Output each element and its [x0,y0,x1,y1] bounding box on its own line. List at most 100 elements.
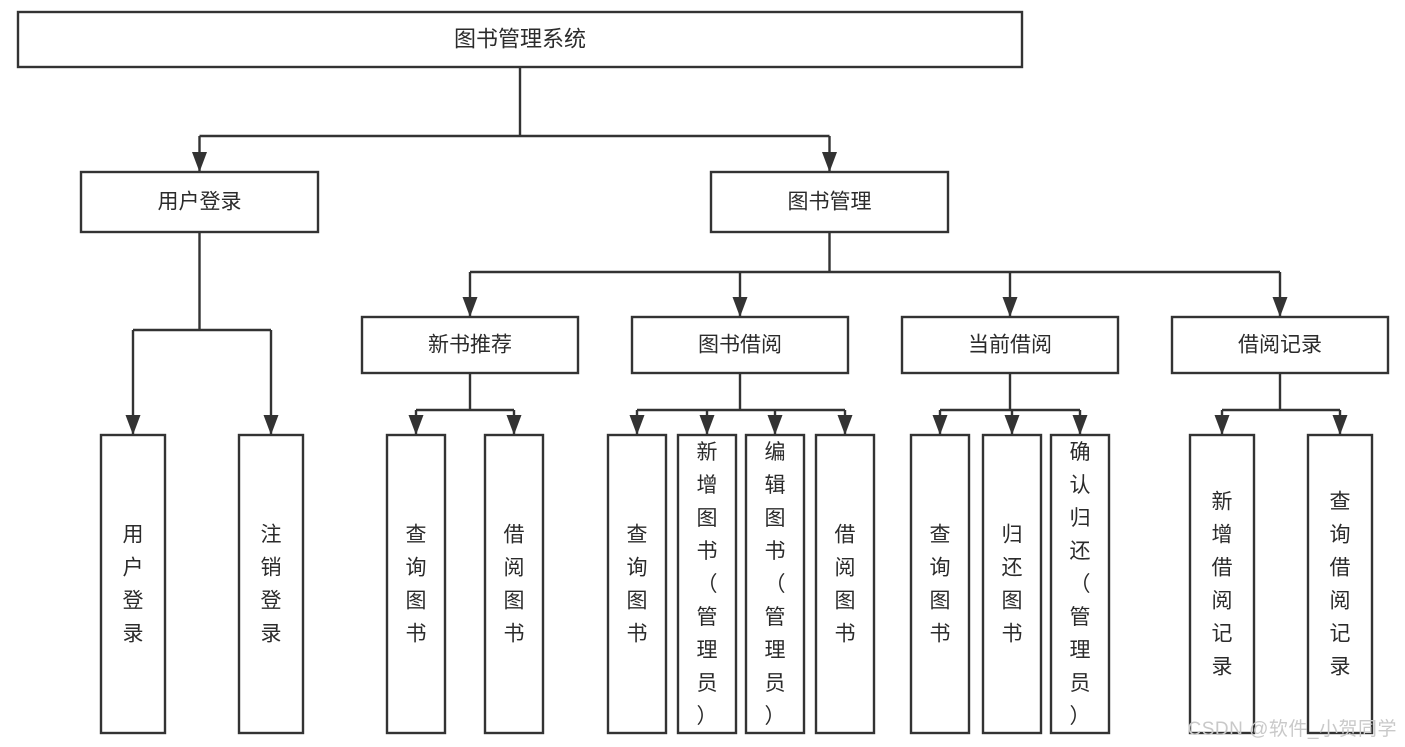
svg-text:用: 用 [123,524,144,547]
node-borrow-record[interactable] [1170,315,1390,375]
svg-text:阅: 阅 [1330,590,1351,613]
svg-text:增: 增 [697,474,718,497]
node-book-borrow[interactable] [630,315,850,375]
svg-text:查: 查 [1330,491,1351,514]
svg-text:查: 查 [406,524,427,547]
node-leaf-user-login[interactable] [99,433,167,735]
svg-text:新: 新 [697,441,718,464]
node-label-user-login: 用户登录 [158,191,242,214]
svg-text:阅: 阅 [835,557,856,580]
svg-text:借: 借 [1330,557,1351,580]
svg-text:新: 新 [1212,491,1233,514]
node-label-new-book-recommend: 新书推荐 [428,334,512,357]
node-leaf-query-book-1[interactable] [385,433,447,735]
svg-text:（: （ [1070,573,1091,596]
svg-text:图: 图 [697,507,718,530]
svg-text:借: 借 [835,524,856,547]
node-leaf-confirm-return-admin[interactable] [1049,433,1111,735]
svg-text:录: 录 [261,623,282,646]
svg-text:询: 询 [1330,524,1351,547]
svg-text:询: 询 [627,557,648,580]
svg-text:书: 书 [697,540,718,563]
node-leaf-query-book-2[interactable] [606,433,668,735]
node-leaf-borrow-book-2[interactable] [814,433,876,735]
node-label-current-borrow: 当前借阅 [968,334,1052,357]
node-leaf-logout-login[interactable] [237,433,305,735]
node-current-borrow[interactable] [900,315,1120,375]
node-leaf-add-borrow-record[interactable] [1188,433,1256,735]
connectors-layer [125,67,1348,435]
svg-text:归: 归 [1002,524,1023,547]
svg-text:归: 归 [1070,507,1091,530]
node-label-borrow-record: 借阅记录 [1238,334,1322,357]
svg-text:阅: 阅 [504,557,525,580]
node-label-root: 图书管理系统 [454,26,586,51]
svg-text:记: 记 [1212,623,1233,646]
svg-text:登: 登 [261,590,282,613]
svg-text:员: 员 [765,672,786,695]
svg-text:增: 增 [1212,524,1233,547]
svg-text:户: 户 [123,557,144,580]
node-root-root[interactable] [16,10,1024,69]
svg-text:还: 还 [1002,557,1023,580]
svg-text:图: 图 [835,590,856,613]
svg-text:询: 询 [406,557,427,580]
svg-text:书: 书 [406,623,427,646]
node-leaf-add-book-admin[interactable] [676,433,738,735]
svg-text:登: 登 [123,590,144,613]
node-leaf-query-book-3[interactable] [909,433,971,735]
svg-text:记: 记 [1330,623,1351,646]
node-leaf-return-book[interactable] [981,433,1043,735]
svg-text:录: 录 [1212,656,1233,679]
svg-text:查: 查 [930,524,951,547]
svg-text:还: 还 [1070,540,1091,563]
svg-text:询: 询 [930,557,951,580]
svg-text:书: 书 [504,623,525,646]
node-leaf-edit-book-admin[interactable] [744,433,806,735]
svg-text:员: 员 [697,672,718,695]
node-leaf-query-borrow-record[interactable] [1306,433,1374,735]
svg-text:借: 借 [1212,557,1233,580]
svg-text:确: 确 [1070,441,1091,464]
svg-text:）: ） [765,705,786,728]
svg-text:书: 书 [835,623,856,646]
node-user-login[interactable] [79,170,320,234]
boxes-layer [16,10,1390,735]
svg-text:阅: 阅 [1212,590,1233,613]
svg-text:销: 销 [261,557,282,580]
svg-text:录: 录 [1330,656,1351,679]
svg-text:查: 查 [627,524,648,547]
svg-text:图: 图 [627,590,648,613]
svg-text:管: 管 [1070,606,1091,629]
svg-text:管: 管 [765,606,786,629]
svg-text:（: （ [697,573,718,596]
svg-text:）: ） [697,705,718,728]
labels-layer: 图书管理系统用户登录图书管理新书推荐图书借阅当前借阅借阅记录用户登录注销登录查询… [123,26,1351,728]
svg-text:录: 录 [123,623,144,646]
svg-text:图: 图 [406,590,427,613]
node-new-book-recommend[interactable] [360,315,580,375]
svg-text:图: 图 [504,590,525,613]
node-leaf-borrow-book-1[interactable] [483,433,545,735]
node-book-manage[interactable] [709,170,950,234]
svg-text:（: （ [765,573,786,596]
svg-text:图: 图 [1002,590,1023,613]
svg-text:管: 管 [697,606,718,629]
svg-text:理: 理 [765,639,786,662]
svg-text:注: 注 [261,524,282,547]
node-label-leaf-user-login: 用户登录 [123,524,144,646]
svg-text:认: 认 [1070,474,1091,497]
